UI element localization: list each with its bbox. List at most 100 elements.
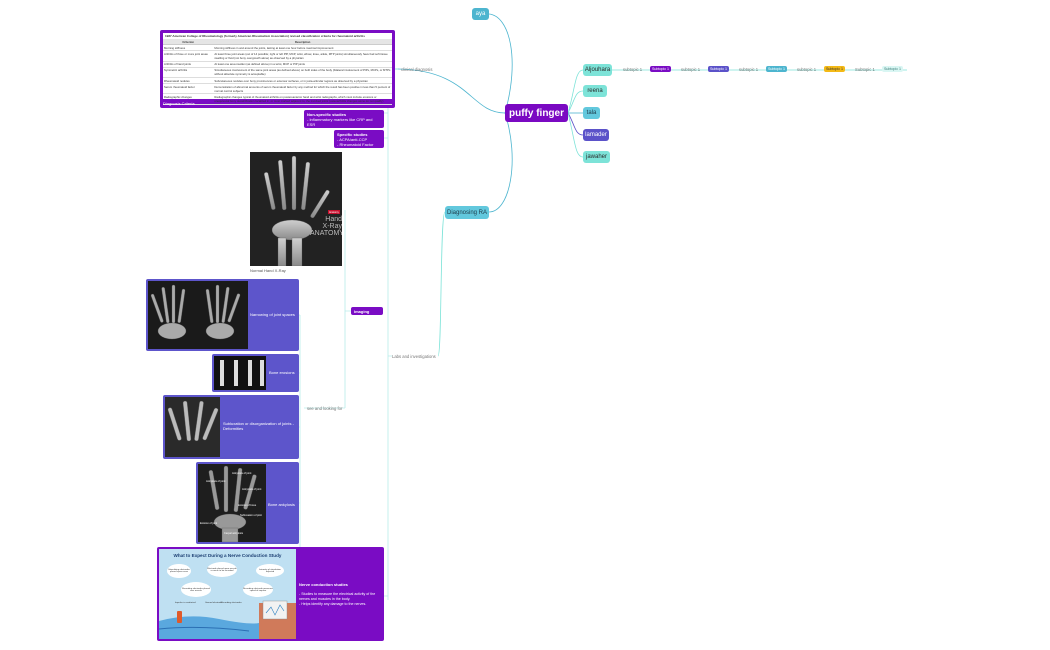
nonspecific-studies-box[interactable]: Non-specific studies - Inflammatory mark… <box>304 110 384 132</box>
criterion-cell: Arthritis of hand joints <box>163 61 214 68</box>
subluxation-caption: Subluxation or disorganization of joints… <box>223 421 294 431</box>
specific-title: Specific studies <box>337 132 368 137</box>
finding-card-subluxation[interactable]: Subluxation or disorganization of joints… <box>163 395 299 459</box>
description-header: Description <box>213 39 392 46</box>
ankylosis-caption: Bone ankylosis <box>268 502 295 507</box>
description-cell: Subcutaneous nodules over bony prominenc… <box>213 77 392 85</box>
ankylosis-label-3: Ankylosis of joint <box>242 488 262 491</box>
specific-studies-box[interactable]: Specific studies - ACPA/anti-CCP - Rheum… <box>334 130 384 152</box>
hand-xray-caption: Normal Hand X-Ray <box>250 268 286 273</box>
criterion-cell: Serum rheumatoid factor <box>163 83 214 95</box>
erosions-xray-image <box>214 356 266 390</box>
description-cell: At least one area swollen (as defined ab… <box>213 61 392 68</box>
xray-title-line-3: ANATOMY <box>310 230 342 237</box>
criterion-header: Criterion <box>163 39 214 46</box>
deformity-graphic <box>167 400 219 442</box>
specific-line-2: - Rheumatoid Factor (RF) <box>337 142 374 152</box>
criterion-cell: Rheumatoid nodules <box>163 77 214 85</box>
ncs-heading: Nerve conduction studies <box>299 582 348 587</box>
hand-xray-image: Anatomy Hand X-Ray ANATOMY <box>250 152 342 266</box>
ncs-description: - Studies to measure the electrical acti… <box>299 592 381 607</box>
description-cell: At least three joint areas (out of 14 po… <box>213 50 392 62</box>
description-cell: Simultaneous involvement of the same joi… <box>213 67 392 78</box>
nonspecific-line-2: - CBC <box>307 127 318 132</box>
finding-card-ankylosis[interactable]: Ankylosis of joint Ankylosis of joint An… <box>196 462 299 544</box>
ankylosis-label-2: Ankylosis of joint <box>232 472 252 475</box>
ankylosis-xray-image: Ankylosis of joint Ankylosis of joint An… <box>198 464 266 542</box>
anatomy-badge: Anatomy <box>328 210 340 214</box>
ncs-line-1: - Studies to measure the electrical acti… <box>299 592 376 601</box>
branch-diagnosing-ra[interactable]: Diagnosing RA <box>445 206 489 219</box>
imaging-studies-node[interactable]: Imaging studies <box>351 307 383 319</box>
criteria-table: 1987 American College of Rheumatology (f… <box>163 33 392 105</box>
branch-jawaher[interactable]: jawaher <box>583 151 610 163</box>
subtopic-1[interactable]: subtopic 1 <box>623 67 643 72</box>
finding-card-erosions[interactable]: Bone erosions <box>212 354 299 392</box>
ankylosis-label-7: Carpal ankylosis <box>224 532 244 535</box>
subtopic-5[interactable]: subtopic 1 <box>739 67 759 72</box>
ncs-bubble-2: Electrode placed upon muscle or nerve to… <box>207 562 237 577</box>
description-cell: Demonstration of abnormal amounts of ser… <box>213 83 392 95</box>
subtopic-4[interactable]: Subtopic 1 <box>708 66 729 72</box>
branch-lamader[interactable]: lamader <box>583 129 609 141</box>
subtopic-6[interactable]: Subtopic 1 <box>766 66 787 72</box>
branch-aljouhara[interactable]: Aljouhara <box>583 64 612 76</box>
ncs-image-title: What to Expect During a Nerve Conduction… <box>173 553 282 558</box>
see-looking-for-label[interactable]: see and looking for <box>307 406 343 411</box>
clinical-diagnosis-label[interactable]: clinical diagnosis <box>401 67 433 72</box>
ncs-bubble-3: Intensity of stimulation adjusted <box>256 564 284 577</box>
subtopic-9[interactable]: Subtopic 1 <box>855 67 875 72</box>
narrowing-caption: Narrowing of joint spaces <box>250 312 295 317</box>
ncs-bubble-4: Recording electrodes placed over muscle <box>181 582 211 597</box>
ncs-arm-graphic <box>159 600 296 639</box>
nonspecific-line-1: - Inflammatory markers like CRP and ESR <box>307 117 373 127</box>
description-cell: Radiographic changes typical of rheumato… <box>213 93 392 105</box>
labs-investigations-label[interactable]: Labs and investigations <box>392 354 436 359</box>
ncs-bubble-5: Recording electrode measures speed of im… <box>243 582 273 597</box>
erosions-caption: Bone erosions <box>269 370 295 375</box>
criteria-footer: Diagnosis Criteria <box>163 101 195 106</box>
ncs-bubble-8: Recording electrodes <box>221 602 242 604</box>
description-cell: Morning stiffness in and around the join… <box>213 44 392 52</box>
branch-aya[interactable]: aya <box>472 8 489 20</box>
xray-title-line-1: Hand <box>325 216 342 223</box>
ncs-bubble-1: Stimulating electrodes placed upon nerve <box>167 564 191 578</box>
nerve-conduction-card[interactable]: What to Expect During a Nerve Conduction… <box>157 547 384 641</box>
ankylosis-graphic <box>208 465 257 542</box>
ankylosis-label-6: Erosion of joint <box>200 522 218 525</box>
criteria-card[interactable]: 1987 American College of Rheumatology (f… <box>160 30 395 108</box>
criterion-cell: Symmetric arthritis <box>163 67 214 78</box>
criteria-table-title: 1987 American College of Rheumatology (f… <box>165 34 365 38</box>
branch-tala[interactable]: tala <box>583 107 600 119</box>
ncs-bubble-7: Ground electrode <box>205 602 222 604</box>
ncs-bubble-6: Impulse is conducted <box>175 602 196 604</box>
nonspecific-title: Non-specific studies <box>307 112 347 117</box>
ankylosis-label-1: Ankylosis of joint <box>206 480 226 483</box>
specific-line-1: - ACPA/anti-CCP <box>337 137 368 142</box>
subtopic-2[interactable]: Subtopic 1 <box>650 66 671 72</box>
criterion-cell: Arthritis of three or more joint areas <box>163 50 214 62</box>
subtopic-7[interactable]: subtopic 1 <box>797 67 817 72</box>
ncs-line-2: - Helps identify any damage to the nerve… <box>299 602 367 606</box>
central-topic[interactable]: puffy finger <box>505 104 568 122</box>
narrowing-xray-image <box>148 281 248 349</box>
subtopic-3[interactable]: subtopic 1 <box>681 67 701 72</box>
criterion-cell: Radiographic changes <box>163 93 214 105</box>
subtopic-10[interactable]: Subtopic 1 <box>882 66 903 72</box>
hand-bones-graphic <box>264 155 330 266</box>
ankylosis-label-5: Subluxation of joint <box>240 514 262 517</box>
criterion-cell: Morning stiffness <box>163 44 214 52</box>
subtopic-8[interactable]: Subtopic 1 <box>824 66 845 72</box>
hands-xray-graphic <box>150 284 241 340</box>
branch-reena[interactable]: reena <box>583 85 607 97</box>
hand-xray-title: Hand X-Ray ANATOMY <box>310 216 342 237</box>
xray-title-line-2: X-Ray <box>322 223 342 230</box>
finding-card-narrowing[interactable]: Narrowing of joint spaces <box>146 279 299 351</box>
